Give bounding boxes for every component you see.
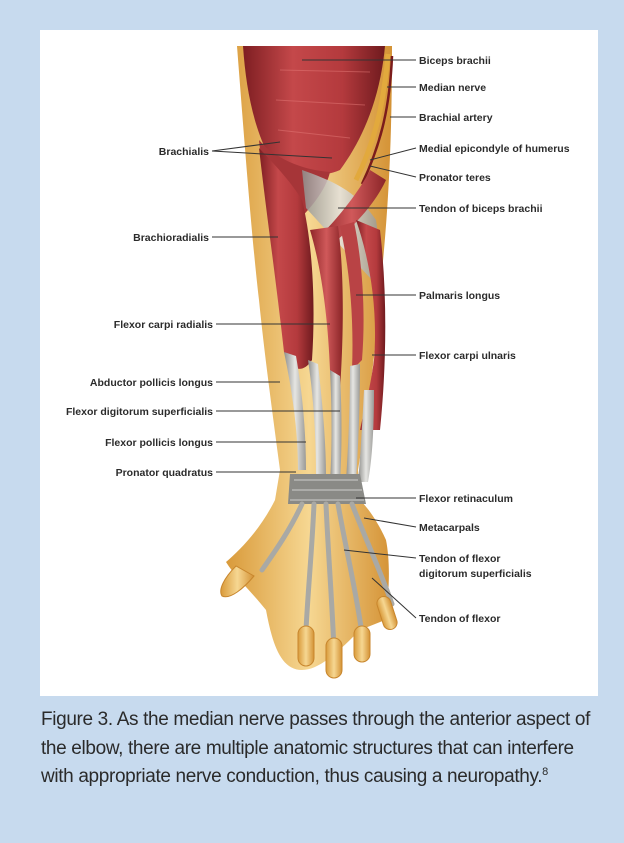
label-biceps-brachii: Biceps brachii [419, 55, 491, 67]
label-brachioradialis: Brachioradialis [133, 232, 209, 244]
label-flexor-carpi-ulnaris: Flexor carpi ulnaris [419, 350, 516, 362]
label-metacarpals: Metacarpals [419, 522, 480, 534]
label-abductor-pollicis-longus: Abductor pollicis longus [90, 377, 213, 389]
label-tendon-fds-line1: Tendon of flexor [419, 553, 500, 565]
figure-caption: Figure 3. As the median nerve passes thr… [41, 706, 611, 792]
forearm-anatomy-illustration: Biceps brachii Median nerve Brachial art… [40, 30, 598, 696]
label-flexor-carpi-radialis: Flexor carpi radialis [114, 319, 213, 331]
label-brachial-artery: Brachial artery [419, 112, 493, 124]
label-flexor-retinaculum: Flexor retinaculum [419, 493, 513, 505]
label-tendon-fds-line2: digitorum superficialis [419, 568, 532, 580]
arm-illustration [221, 46, 399, 678]
label-pronator-teres: Pronator teres [419, 172, 491, 184]
label-median-nerve: Median nerve [419, 82, 486, 94]
label-flexor-pollicis-longus: Flexor pollicis longus [105, 437, 213, 449]
label-pronator-quadratus: Pronator quadratus [116, 467, 214, 479]
label-tendon-biceps: Tendon of biceps brachii [419, 203, 543, 215]
figure-panel: Biceps brachii Median nerve Brachial art… [40, 30, 598, 696]
label-medial-epicondyle: Medial epicondyle of humerus [419, 143, 570, 155]
label-brachialis: Brachialis [159, 146, 209, 158]
caption-text: Figure 3. As the median nerve passes thr… [41, 709, 590, 787]
label-tendon-flexor: Tendon of flexor [419, 613, 500, 625]
caption-reference: 8 [542, 766, 548, 778]
label-palmaris-longus: Palmaris longus [419, 290, 500, 302]
label-flexor-digitorum-superficialis: Flexor digitorum superficialis [66, 406, 213, 418]
